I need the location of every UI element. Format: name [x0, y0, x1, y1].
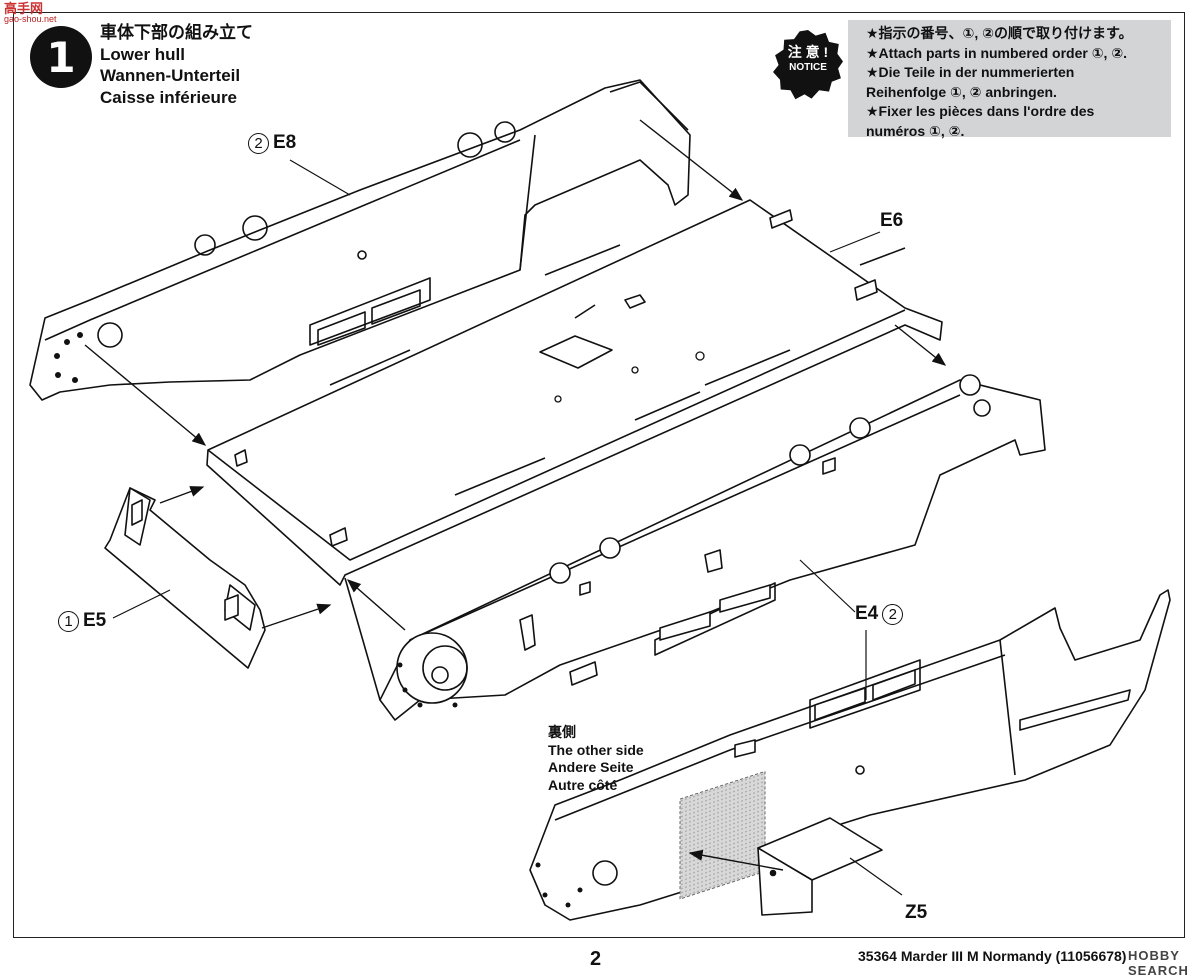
part-code: E8 [273, 132, 297, 153]
notice-line: ★指示の番号、①, ②の順で取り付けます。 [866, 25, 1133, 41]
leader-z5 [849, 857, 903, 896]
leader-e6 [829, 231, 881, 253]
z5-attach-area [679, 770, 766, 900]
notice-line: ★Die Teile in der nummerierten [866, 64, 1075, 80]
other-side-caption: 裏側 The other side Andere Seite Autre côt… [548, 724, 644, 794]
leader-lines [112, 159, 903, 896]
part-code: E6 [880, 210, 904, 231]
part-e4-hull-side [344, 374, 1046, 721]
step-title-en: Lower hull [100, 44, 185, 64]
notice-line: numéros ①, ②. [866, 122, 965, 139]
part-e5-rear-plate [104, 487, 266, 669]
label-z5: Z5 [905, 902, 927, 924]
order-number: 1 [58, 610, 79, 632]
other-side-de: Andere Seite [548, 759, 634, 775]
arrow-z5 [688, 849, 784, 871]
arrow-e4-to-floor [894, 324, 947, 366]
step-title-fr: Caisse inférieure [100, 87, 238, 107]
label-e8: 2 E8 [248, 132, 296, 154]
order-number: 2 [882, 603, 904, 625]
kit-title: 35364 Marder III M Normandy (11056678) [858, 948, 1127, 964]
label-e4: E4 2 [855, 603, 904, 625]
arrow-e5-lower [261, 603, 332, 629]
other-side-en: The other side [548, 741, 644, 758]
step-title: 車体下部の組み立て Lower hull Wannen-Unterteil Ca… [100, 22, 253, 108]
arrow-e8-to-floor [84, 344, 207, 446]
arrow-e4-front-to-floor [346, 579, 406, 631]
notice-line: ★Attach parts in numbered order ①, ②. [866, 44, 1128, 61]
part-code: Z5 [905, 902, 928, 923]
notice-line: ★Fixer les pièces dans l'ordre des [866, 103, 1095, 119]
arrow-e8-rear-to-floor [639, 119, 744, 201]
notice-badge-en: NOTICE [789, 62, 827, 73]
notice-line: Reihenfolge ①, ② anbringen. [866, 83, 1057, 100]
other-side-fr: Autre côté [548, 776, 618, 793]
notice-badge-jp: 注 意 ! [787, 44, 829, 60]
watermark-subtext: gao-shou.net [4, 14, 57, 24]
leader-e4-main [799, 559, 856, 613]
leader-e5 [112, 589, 171, 619]
part-e6-floor-plate [206, 199, 943, 586]
step-number-badge: 1 [30, 26, 92, 88]
part-e8-side-plate [29, 79, 691, 401]
watermark-text: 高手网 [4, 1, 44, 16]
step-title-jp: 車体下部の組み立て [100, 23, 253, 42]
watermark-logo: 高手网 gao-shou.net [4, 2, 57, 24]
part-z5-plate [757, 817, 883, 916]
step-title-de: Wannen-Unterteil [100, 66, 241, 85]
hobby-search-watermark: HOBBY SEARCH [1128, 948, 1189, 978]
part-code: E4 [855, 603, 879, 624]
page-frame [13, 12, 1185, 938]
page-number: 2 [590, 948, 602, 970]
order-number: 2 [248, 132, 269, 154]
leader-e8 [289, 159, 351, 196]
label-e6: E6 [880, 210, 903, 232]
assembly-arrows [84, 119, 947, 871]
notice-box: ★指示の番号、①, ②の順で取り付けます。 ★Attach parts in n… [848, 20, 1171, 139]
label-e5: 1 E5 [58, 610, 106, 632]
other-side-jp: 裏側 [548, 724, 576, 740]
part-code: E5 [83, 610, 107, 631]
arrow-e5-upper [159, 486, 205, 504]
